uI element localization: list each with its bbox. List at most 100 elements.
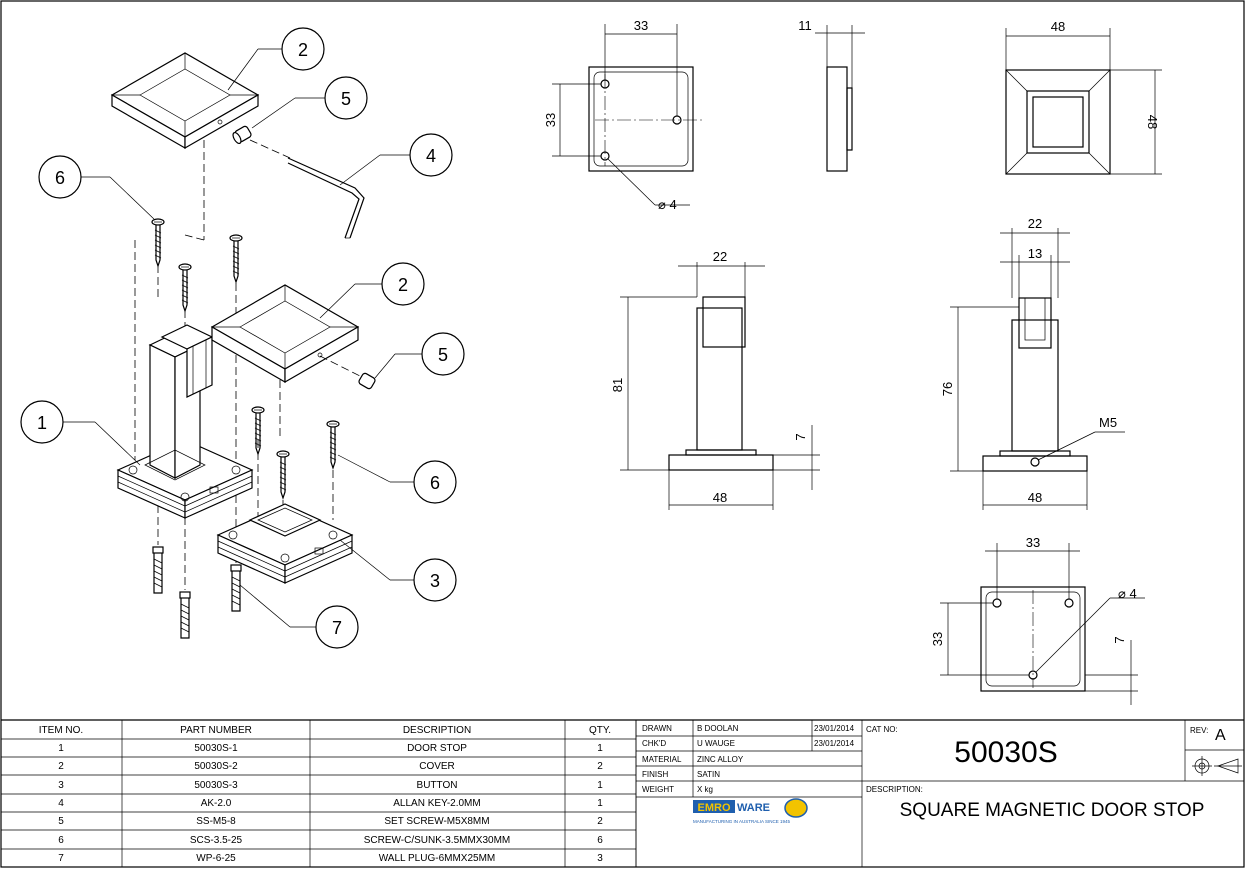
svg-text:5: 5 <box>341 89 351 109</box>
dim-top-width: 33 <box>634 18 648 33</box>
rev-value: A <box>1215 727 1226 744</box>
cat-no-value: 50030S <box>954 736 1057 769</box>
svg-text:5: 5 <box>438 345 448 365</box>
svg-text:7: 7 <box>332 618 342 638</box>
drawn-label: DRAWN <box>642 724 672 733</box>
svg-text:SET SCREW-M5X8MM: SET SCREW-M5X8MM <box>384 816 489 827</box>
chkd-date: 23/01/2014 <box>814 739 855 748</box>
svg-text:3: 3 <box>58 780 64 791</box>
base-top-view: 48 48 <box>1005 19 1162 175</box>
dim-front-base-thk: 7 <box>793 433 808 440</box>
balloon-5-top: 5 <box>324 76 368 120</box>
dim-hole-dia: ⌀ 4 <box>658 197 677 212</box>
australia-map-icon <box>784 798 808 818</box>
dim-side-head: 22 <box>1028 216 1042 231</box>
balloon-3: 3 <box>413 558 457 602</box>
svg-text:3: 3 <box>430 571 440 591</box>
balloon-7: 7 <box>315 605 359 649</box>
bom-header-qty: QTY. <box>589 725 611 736</box>
svg-text:DOOR STOP: DOOR STOP <box>407 743 467 754</box>
title-block: DRAWN B DOOLAN 23/01/2014 CHK'D U WAUGE … <box>635 719 1245 868</box>
svg-text:6: 6 <box>597 835 603 846</box>
balloon-2-middle: 2 <box>381 262 425 306</box>
svg-text:50030S-2: 50030S-2 <box>194 761 238 772</box>
dim-side-thread: M5 <box>1099 415 1117 430</box>
dim-bottom-height: 33 <box>930 632 945 646</box>
description-label: DESCRIPTION: <box>866 785 923 794</box>
weight-label: WEIGHT <box>642 785 674 794</box>
bottom-view: 33 33 ⌀ 4 7 <box>930 535 1145 705</box>
material-label: MATERIAL <box>642 755 682 764</box>
table-row: 2 50030S-2 COVER 2 <box>58 761 603 772</box>
svg-text:BUTTON: BUTTON <box>417 780 458 791</box>
svg-text:1: 1 <box>597 798 603 809</box>
svg-text:1: 1 <box>597 743 603 754</box>
chkd-by: U WAUGE <box>697 739 735 748</box>
svg-text:6: 6 <box>58 835 64 846</box>
balloon-4: 4 <box>409 133 453 177</box>
svg-text:6: 6 <box>430 473 440 493</box>
balloon-6-right: 6 <box>413 460 457 504</box>
button-plate <box>216 503 354 584</box>
svg-text:WALL PLUG-6MMX25MM: WALL PLUG-6MMX25MM <box>379 853 496 864</box>
dim-bottom-dia: ⌀ 4 <box>1118 586 1137 601</box>
finish-label: FINISH <box>642 770 668 779</box>
button-side-view: 11 <box>798 18 865 172</box>
drawn-by: B DOOLAN <box>697 724 739 733</box>
dim-bottom-offset: 7 <box>1112 636 1127 643</box>
svg-text:WP-6-25: WP-6-25 <box>196 853 236 864</box>
logo-emro-box <box>693 800 735 813</box>
door-stop-body <box>116 324 254 519</box>
table-row: 3 50030S-3 BUTTON 1 <box>58 780 603 791</box>
weight-value: X kg <box>697 785 713 794</box>
balloon-6-left: 6 <box>38 155 82 199</box>
table-row: 7 WP-6-25 WALL PLUG-6MMX25MM 3 <box>58 853 603 864</box>
table-row: 6 SCS-3.5-25 SCREW-C/SUNK-3.5MMX30MM 6 <box>58 835 603 846</box>
bom-header-item: ITEM NO. <box>39 725 83 736</box>
bom-header-desc: DESCRIPTION <box>403 725 471 736</box>
balloon-2-top: 2 <box>281 27 325 71</box>
svg-text:SS-M5-8: SS-M5-8 <box>196 816 236 827</box>
dim-side-height: 76 <box>940 382 955 396</box>
svg-text:1: 1 <box>58 743 64 754</box>
dim-front-base-width: 48 <box>713 490 727 505</box>
screws-right <box>251 406 340 500</box>
svg-text:COVER: COVER <box>419 761 455 772</box>
svg-text:2: 2 <box>398 275 408 295</box>
button-top-view: 33 33 ⌀ 4 <box>543 18 705 212</box>
dim-front-head: 22 <box>713 249 727 264</box>
dim-base-width: 48 <box>1051 19 1065 34</box>
wall-plugs <box>152 546 242 639</box>
dim-base-height: 48 <box>1145 115 1160 129</box>
svg-text:WARE: WARE <box>737 802 770 814</box>
dim-front-height: 81 <box>610 378 625 392</box>
svg-text:2: 2 <box>597 816 603 827</box>
svg-text:6: 6 <box>55 168 65 188</box>
finish-value: SATIN <box>697 770 720 779</box>
set-screw-middle <box>358 372 376 390</box>
dim-top-height: 33 <box>543 113 558 127</box>
svg-text:50030S-3: 50030S-3 <box>194 780 238 791</box>
svg-text:5: 5 <box>58 816 64 827</box>
balloon-1: 1 <box>20 400 64 444</box>
cover-middle <box>210 284 360 384</box>
bom-table: ITEM NO. PART NUMBER DESCRIPTION QTY. 1 … <box>0 719 1244 868</box>
side-elevation: 22 13 76 M5 48 <box>940 216 1125 510</box>
balloon-5-middle: 5 <box>421 332 465 376</box>
dim-side-thickness: 11 <box>798 18 812 33</box>
cat-no-label: CAT NO: <box>866 725 898 734</box>
table-row: 1 50030S-1 DOOR STOP 1 <box>58 743 603 754</box>
svg-text:3: 3 <box>597 853 603 864</box>
material-value: ZINC ALLOY <box>697 755 744 764</box>
svg-text:AK-2.0: AK-2.0 <box>201 798 232 809</box>
svg-text:1: 1 <box>37 413 47 433</box>
svg-text:4: 4 <box>58 798 64 809</box>
svg-text:2: 2 <box>58 761 64 772</box>
exploded-view: 2 5 4 6 2 5 1 6 3 7 <box>20 27 465 649</box>
svg-text:1: 1 <box>597 780 603 791</box>
front-elevation: 22 81 7 48 <box>610 249 820 510</box>
svg-text:SCS-3.5-25: SCS-3.5-25 <box>190 835 243 846</box>
svg-text:ALLAN KEY-2.0MM: ALLAN KEY-2.0MM <box>393 798 480 809</box>
